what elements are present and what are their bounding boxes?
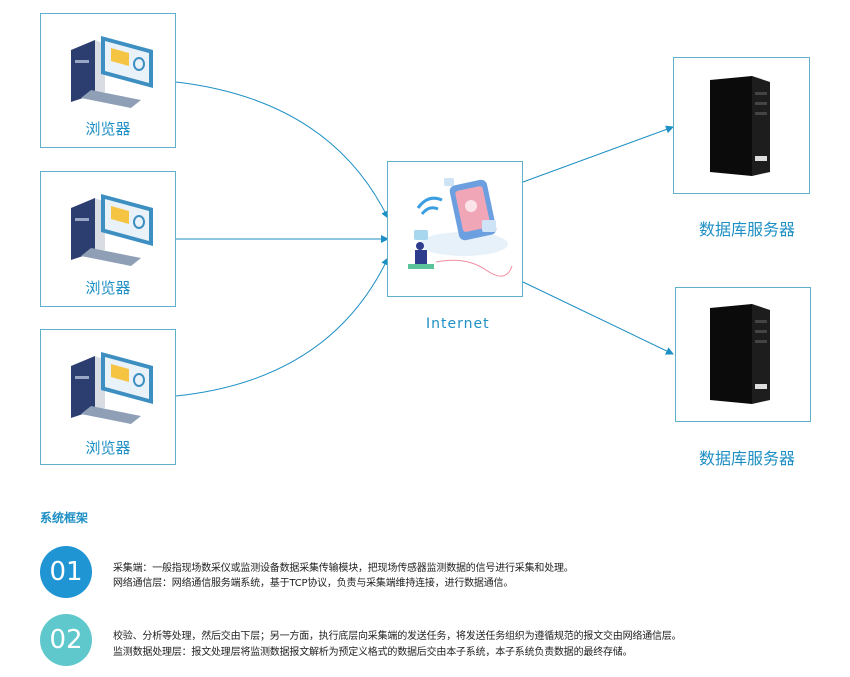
- computer-icon: [71, 194, 153, 266]
- browser-node-3: 浏览器: [40, 329, 176, 465]
- server-tower-icon: [710, 304, 770, 404]
- server-tower-icon: [710, 76, 770, 176]
- computer-icon: [71, 352, 153, 424]
- link-internet-server1: [522, 125, 674, 183]
- link-browser3-internet: [175, 257, 389, 397]
- step-description-line: 采集端：一般指现场数采仪或监测设备数据采集传输模块，把现场传感器监测数据的信号进…: [113, 563, 574, 574]
- internet-label: Internet: [426, 316, 490, 332]
- step-description-line: 校验、分析等处理，然后交由下层；另一方面，执行底层向采集端的发送任务，将发送任务…: [113, 631, 682, 642]
- link-internet-server2: [522, 281, 674, 355]
- step-description-line: 监测数据处理层：报文处理层将监测数据报文解析为预定义格式的数据后交由本子系统，本…: [113, 647, 633, 658]
- section-title: 系统框架: [40, 511, 89, 525]
- server-node-1: [673, 57, 810, 194]
- server-label: 数据库服务器: [699, 449, 796, 468]
- browser-node-2: 浏览器: [40, 171, 176, 307]
- computer-icon: [71, 36, 153, 108]
- internet-illustration-icon: [408, 178, 513, 277]
- step-number-badge: 01: [40, 546, 92, 598]
- step-description-line: 网络通信层：网络通信服务端系统，基于TCP协议，负责与采集端维持连接，进行数据通…: [113, 578, 514, 589]
- step-number-badge: 02: [40, 614, 92, 666]
- internet-node: [387, 161, 523, 297]
- browser-label: 浏览器: [85, 439, 131, 457]
- link-browser1-internet: [175, 81, 389, 219]
- browser-label: 浏览器: [85, 120, 131, 138]
- browser-label: 浏览器: [85, 279, 131, 297]
- browser-node-1: 浏览器: [40, 13, 176, 148]
- server-node-2: [675, 287, 811, 422]
- server-label: 数据库服务器: [699, 220, 796, 239]
